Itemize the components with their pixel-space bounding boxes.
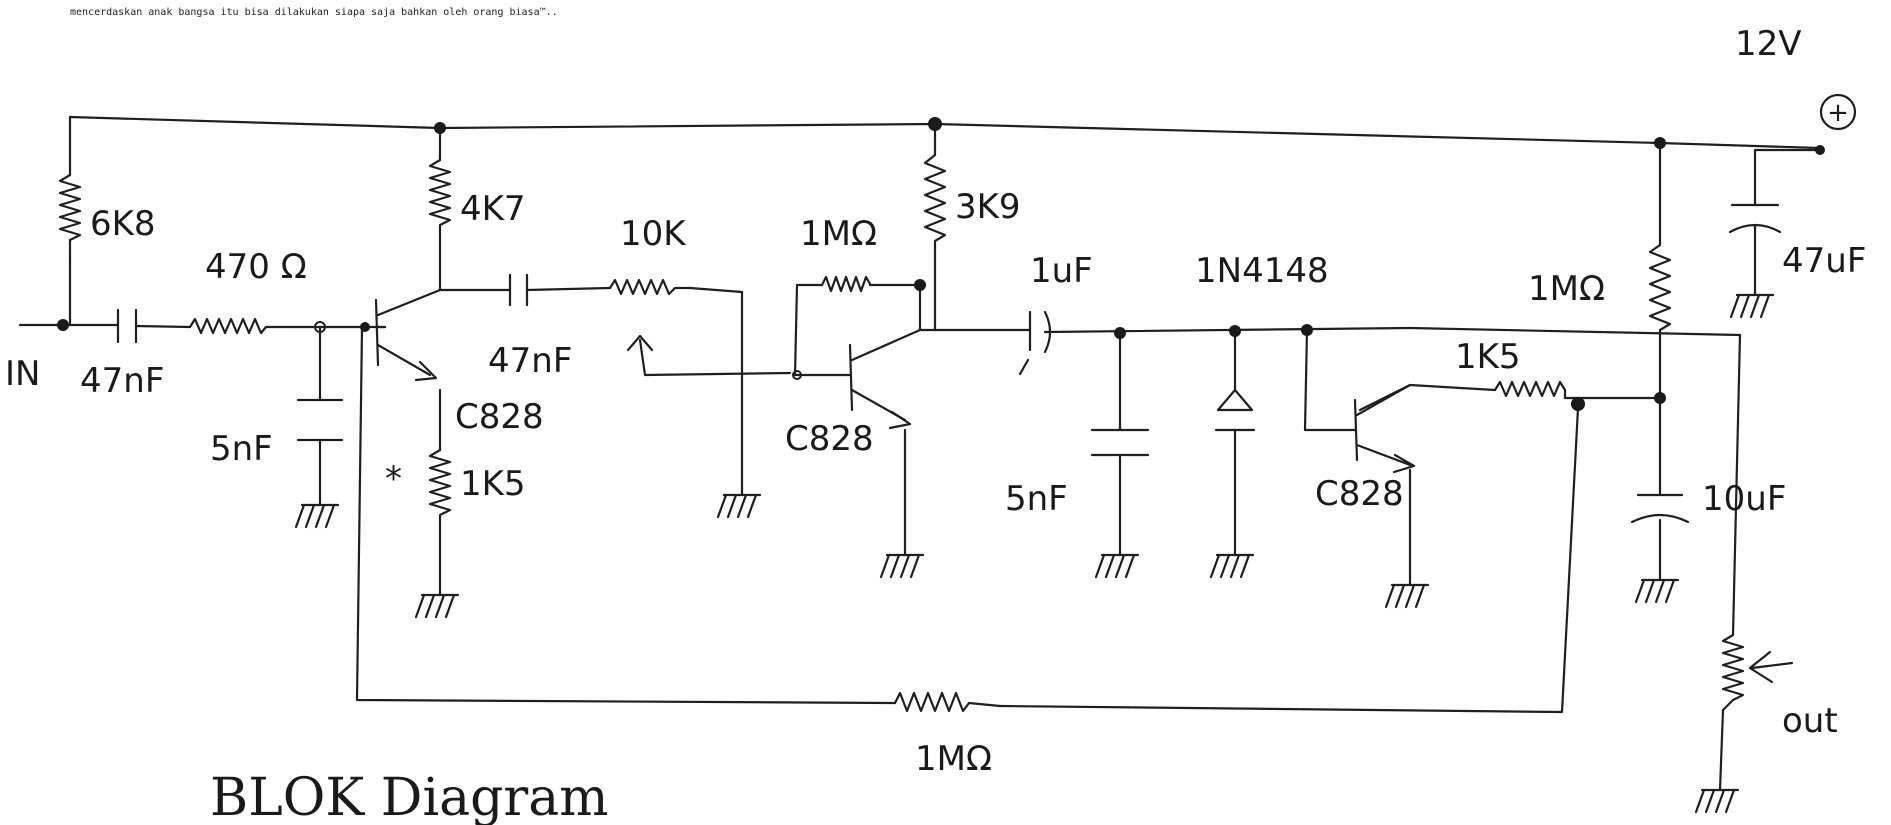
resistor-1m-bias [1648,243,1672,337]
resistor-1m-bottom [893,691,1002,713]
resistor-1m-fb [820,275,872,293]
label-5n-1: 5nF [210,429,273,469]
resistor-1k5-q3 [1493,380,1567,400]
wires [18,115,1822,792]
label-47n-2: 47nF [488,341,572,381]
label-1u: 1uF [1030,251,1093,291]
label-1k5-q1: 1K5 [460,464,526,504]
label-diode: 1N4148 [1195,251,1329,291]
diode-1n4148 [1214,388,1256,432]
label-5n-2: 5nF [1005,479,1068,519]
label-10u: 10uF [1702,479,1786,519]
cap-1u-b [1043,310,1052,354]
pot-wiper-arrow [626,334,654,352]
label-1k5-q3: 1K5 [1455,337,1521,377]
potentiometer-10k [608,278,692,296]
resistor-6k8 [58,173,82,262]
label-1m-bias: 1MΩ [1528,269,1605,309]
resistor-4k7 [428,158,452,232]
resistor-1k5-q1 [428,448,452,522]
label-asterisk: * [385,459,402,499]
header-note: mencerdaskan anak bangsa itu bisa dilaku… [70,7,558,18]
transistor-q3 [1353,383,1416,474]
label-q3: C828 [1315,474,1404,514]
label-6k8: 6K8 [90,204,156,244]
label-q2: C828 [785,419,874,459]
capacitors [116,203,1782,524]
label-4k7: 4K7 [460,189,526,229]
transistor-q2 [848,328,922,430]
component-labels: 12V IN out 6K8 470 Ω 47nF 5nF 4K7 47nF C… [5,24,1866,825]
label-3k9: 3K9 [955,187,1021,227]
label-47u: 47uF [1782,241,1866,281]
supply-plus-symbol: + [1827,98,1849,128]
output-label: out [1782,701,1838,741]
label-470: 470 Ω [205,247,307,287]
cap-10u-b [1630,513,1690,524]
output-arrow [1748,650,1794,684]
resistors [58,153,1794,713]
diagram-caption: BLOK Diagram [210,768,609,825]
junction-dots [57,117,1825,411]
top-rail [68,115,1822,150]
cap-47u-b [1728,223,1782,234]
supply-voltage-label: 12V [1735,24,1802,64]
output-potentiometer [1721,633,1745,712]
resistor-3k9 [923,153,947,247]
transistor-q1 [374,288,442,382]
input-label: IN [5,354,40,394]
label-47n-in: 47nF [80,361,164,401]
label-1m-fb: 1MΩ [800,214,877,254]
label-q1: C828 [455,397,544,437]
label-pot-10k: 10K [620,214,687,254]
supply-plus-icon [1819,93,1857,131]
label-1m-bottom: 1MΩ [915,739,992,779]
resistor-470 [188,317,282,335]
